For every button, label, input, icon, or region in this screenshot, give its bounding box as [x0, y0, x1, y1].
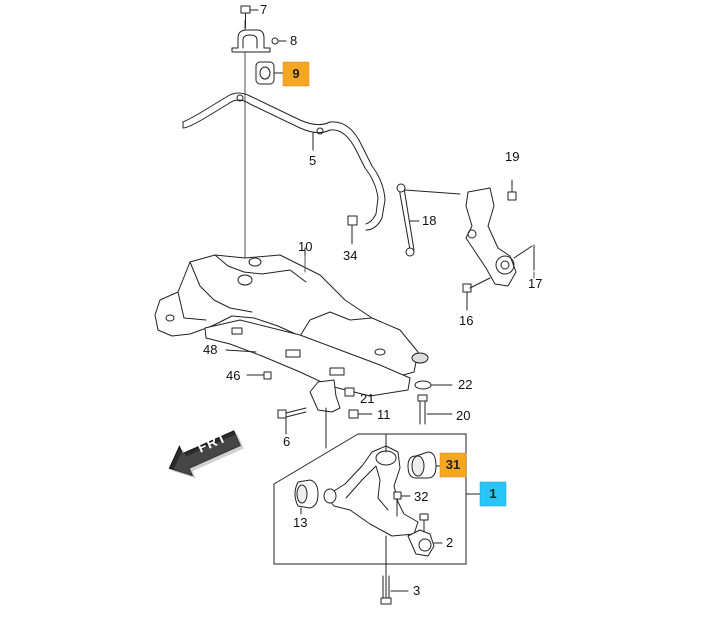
highlight-box-31 [439, 452, 467, 478]
callout-46: 46 [226, 368, 241, 383]
bolt-32-drawing [393, 491, 411, 517]
bushing-31-drawing [407, 451, 445, 479]
callout-34: 34 [343, 248, 358, 263]
highlight-box-9 [282, 61, 310, 87]
callout-31: 31 [445, 457, 461, 472]
callout-20: 20 [456, 408, 471, 423]
callout-16: 16 [459, 313, 474, 328]
callout-6: 6 [283, 434, 291, 449]
nut-21-drawing [344, 387, 355, 397]
bolt-7-drawing [240, 5, 259, 29]
stabilizer-link-18-drawing [396, 183, 461, 257]
nut-34-drawing [347, 215, 358, 245]
control-arm-box-outline [273, 433, 485, 565]
callout-2: 2 [446, 535, 454, 550]
callout-18: 18 [422, 213, 437, 228]
callout-8: 8 [290, 33, 298, 48]
bolt-3-drawing [380, 535, 409, 605]
bolt-20-drawing [417, 394, 453, 425]
bolt-6-drawing [277, 407, 307, 435]
bushing-13-drawing [294, 479, 319, 515]
stabilizer-bar-5-drawing [182, 92, 386, 231]
highlight-box-1 [479, 481, 507, 507]
steering-knuckle-drawing [465, 187, 535, 287]
callout-11: 11 [377, 407, 391, 422]
callout-32: 32 [414, 489, 429, 504]
bracket-8-drawing [231, 29, 287, 53]
bushing-9-drawing [255, 61, 284, 85]
callout-17: 17 [528, 276, 543, 291]
callout-1: 1 [489, 486, 497, 501]
callout-3: 3 [413, 583, 421, 598]
bolt-46-drawing [246, 371, 272, 380]
callout-21: 21 [360, 391, 375, 406]
callout-22: 22 [458, 377, 473, 392]
control-arm-drawing [323, 433, 419, 537]
callout-10: 10 [298, 239, 313, 254]
callout-5: 5 [309, 153, 317, 168]
callout-48: 48 [203, 342, 218, 357]
plate-48-drawing [204, 319, 411, 397]
bolt-19-drawing [507, 179, 517, 201]
callout-7: 7 [260, 2, 268, 17]
crossmember-10-drawing [154, 247, 429, 379]
nut-11-drawing [348, 409, 373, 419]
callout-13: 13 [293, 515, 308, 530]
lower-bracket-drawing [309, 379, 341, 449]
bolt-16-drawing [462, 277, 491, 311]
callout-9: 9 [292, 66, 300, 81]
washer-22-drawing [414, 380, 453, 390]
callout-19: 19 [505, 149, 520, 164]
front-direction-arrow [168, 430, 244, 479]
ball-joint-2-drawing [407, 513, 443, 557]
